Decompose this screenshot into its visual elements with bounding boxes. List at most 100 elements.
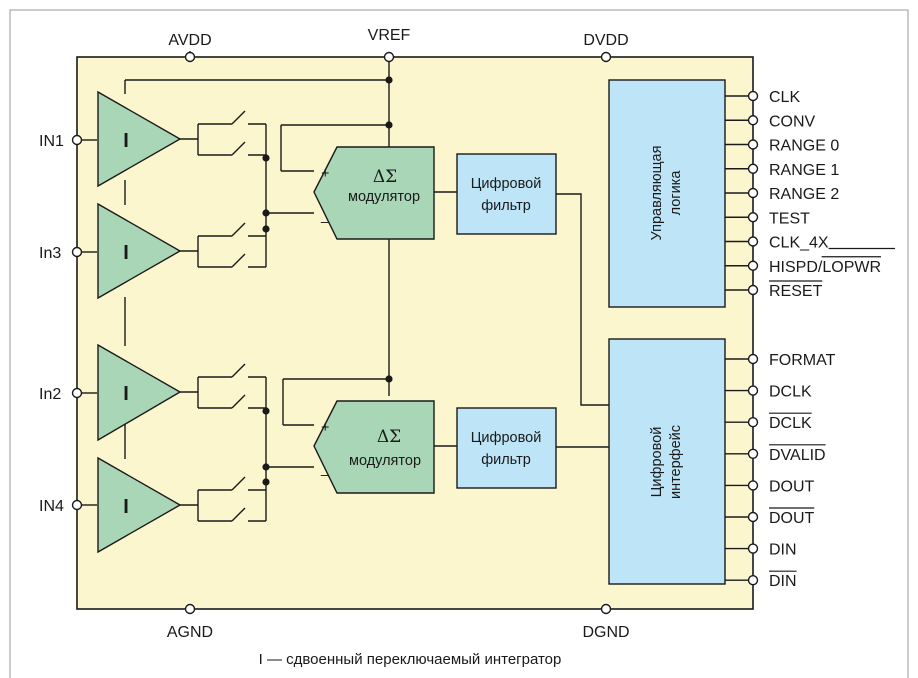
modulator-bottom: + _ ΔΣ модулятор — [313, 400, 435, 494]
integrator-triangle — [97, 202, 182, 300]
integrator-symbol: I — [123, 383, 129, 405]
integrator-in3: I — [97, 202, 266, 300]
digital-interface-label-line1: Цифровой — [649, 427, 665, 498]
pin-din — [747, 543, 759, 554]
pin-dclk — [747, 385, 759, 396]
pin-label-din-n: DIN — [769, 573, 797, 590]
pin-range-1 — [747, 163, 759, 174]
integrator-in4: I — [97, 456, 266, 554]
pin-test — [747, 212, 759, 223]
modulator-minus: _ — [320, 461, 330, 477]
input-label-in4: IN4 — [39, 498, 64, 515]
pin-label-test: TEST — [769, 210, 810, 227]
figure-frame — [9, 9, 909, 678]
pin-format — [747, 353, 759, 365]
input-label-in2: In2 — [39, 386, 61, 403]
control-logic-label-line1: Управляющая — [649, 146, 665, 241]
pin-in4 — [71, 499, 83, 511]
rail-avdd: AVDD — [168, 32, 212, 63]
input-label-in3: In3 — [39, 245, 61, 262]
modulator-shape — [313, 146, 435, 240]
pin-label-format: FORMAT — [769, 352, 836, 369]
pin-agnd — [184, 603, 196, 615]
integrator-symbol: I — [123, 496, 129, 518]
pin-in2 — [71, 387, 83, 399]
pin-dout-n — [747, 511, 759, 523]
input-pins: IN1 In3 In2 IN4 — [39, 133, 97, 515]
control-logic-block: Управляющая логика — [608, 79, 726, 308]
pin-din-n — [747, 575, 759, 586]
digital-filter-bottom: Цифровой фильтр — [456, 407, 557, 489]
pin-clk-4x — [747, 236, 759, 247]
integrator-triangle — [97, 90, 182, 188]
input-label-in1: IN1 — [39, 133, 64, 150]
digital-filter-top: Цифровой фильтр — [456, 153, 557, 235]
modulator-label: модулятор — [348, 189, 420, 205]
filter-label-line1: Цифровой — [471, 176, 542, 192]
junction-dot — [385, 76, 393, 84]
switch-bus-bottom — [262, 377, 314, 521]
rail-label-agnd: AGND — [167, 624, 213, 641]
pin-range-2 — [747, 187, 759, 199]
pin-label-dclk-n: DCLK — [769, 415, 812, 432]
integrator-triangle — [97, 456, 182, 554]
modulator-feedback-bottom — [282, 378, 389, 426]
pin-label-range-2: RANGE 2 — [769, 186, 839, 203]
pin-label-dvalid-n: DVALID — [769, 447, 826, 464]
rail-label-dvdd: DVDD — [583, 32, 628, 49]
rail-dgnd: DGND — [582, 603, 630, 641]
pin-label-clk-4x: CLK_4X — [769, 235, 829, 252]
digital-interface-box — [608, 338, 726, 585]
pin-label-conv: CONV — [769, 113, 816, 130]
pin-label-range-1: RANGE 1 — [769, 162, 839, 179]
modulator-symbol: ΔΣ — [377, 427, 401, 447]
pin-label-dclk: DCLK — [769, 384, 812, 401]
modulator-plus: + — [321, 420, 329, 436]
digital-interface-block: Цифровой интерфейс — [608, 338, 726, 585]
pin-reset-n — [747, 284, 759, 296]
pin-label-hispd-lopwr: HISPD/LOPWR — [769, 259, 881, 276]
rail-vref: VREF — [368, 27, 411, 63]
figure-caption: I — сдвоенный переключаемый интегратор — [259, 651, 562, 668]
rail-label-vref: VREF — [368, 27, 411, 44]
modulator-plus: + — [321, 166, 329, 182]
modulator-label: модулятор — [349, 453, 421, 469]
pin-in3 — [71, 246, 83, 258]
filter-label-line1: Цифровой — [471, 430, 542, 446]
pin-dvalid-n — [747, 448, 759, 459]
pin-dvdd — [600, 51, 612, 63]
pin-label-clk: CLK — [769, 89, 800, 106]
pin-clk — [747, 90, 759, 102]
integrator-symbol: I — [123, 242, 129, 264]
rail-agnd: AGND — [167, 603, 213, 641]
pin-label-din: DIN — [769, 542, 797, 559]
pin-vref — [383, 51, 395, 63]
rail-label-avdd: AVDD — [168, 32, 211, 49]
pin-range-0 — [747, 139, 759, 150]
switch-bus-top — [262, 124, 314, 267]
pin-hispd-lopwr — [747, 260, 759, 271]
modulator-feedback-top — [280, 124, 389, 172]
pin-label-dout-n: DOUT — [769, 510, 815, 527]
modulator-top: + _ ΔΣ модулятор — [313, 146, 435, 240]
filter-box — [456, 407, 557, 489]
control-pin-group: CLK CONV RANGE 0 RANGE 1 RANGE 2 TEST CLK_4X HI… — [725, 89, 895, 300]
control-logic-label-line2: логика — [668, 170, 684, 216]
filter-label-line2: фильтр — [481, 452, 531, 468]
modulator-shape — [313, 400, 435, 494]
pin-avdd — [184, 51, 196, 63]
filter-label-line2: фильтр — [481, 198, 531, 214]
filter-box — [456, 153, 557, 235]
pin-dgnd — [600, 603, 612, 615]
control-logic-box — [608, 79, 726, 308]
integrator-symbol: I — [123, 130, 129, 152]
rail-dvdd: DVDD — [583, 32, 629, 63]
junction-dot — [262, 407, 270, 415]
pin-label-reset-n: RESET — [769, 283, 823, 300]
junction-dot — [262, 478, 270, 486]
modulator-minus: _ — [320, 208, 330, 224]
junction-dot — [262, 225, 270, 233]
pin-label-range-0: RANGE 0 — [769, 138, 839, 155]
